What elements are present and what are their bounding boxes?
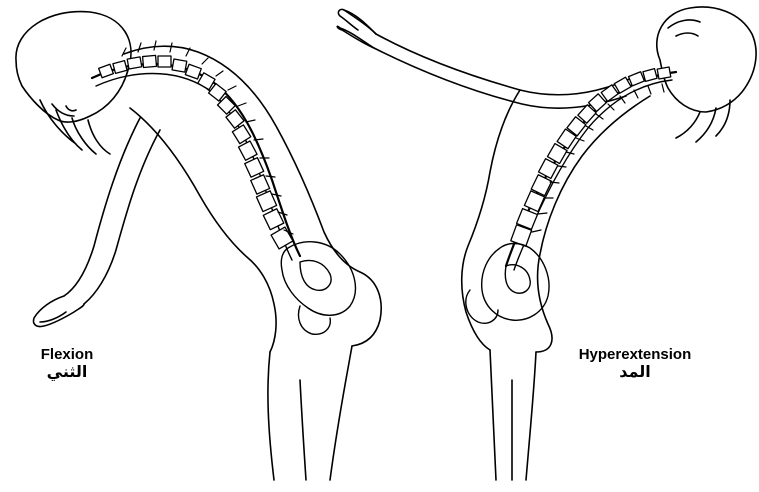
flexion-spine xyxy=(92,64,300,260)
hyperextension-face xyxy=(668,20,700,36)
hyperextension-arm xyxy=(340,10,640,108)
flexion-vertebrae xyxy=(99,55,293,249)
flexion-caption: Flexion الثني xyxy=(22,346,112,382)
flexion-hair xyxy=(40,100,110,154)
hyperextension-figure xyxy=(337,7,756,480)
hyperextension-legs xyxy=(490,350,536,480)
hyperextension-pelvis xyxy=(466,244,549,324)
flexion-legs xyxy=(268,346,352,480)
hyperextension-vertebrae xyxy=(511,67,671,246)
flexion-pelvis xyxy=(281,242,355,335)
flexion-back-outline xyxy=(124,46,381,346)
flexion-hand xyxy=(33,296,84,327)
hyperextension-label-en: Hyperextension xyxy=(560,346,710,363)
hyperextension-caption: Hyperextension المد xyxy=(560,346,710,382)
hyperextension-head xyxy=(657,7,756,112)
hyperextension-hair xyxy=(676,100,730,142)
flexion-label-ar: الثني xyxy=(22,363,112,381)
hyperextension-back-outline xyxy=(536,96,650,352)
hyperextension-label-ar: المد xyxy=(560,363,710,381)
flexion-figure xyxy=(16,12,381,480)
flexion-label-en: Flexion xyxy=(22,346,112,363)
hyperextension-front-outline xyxy=(462,90,520,350)
